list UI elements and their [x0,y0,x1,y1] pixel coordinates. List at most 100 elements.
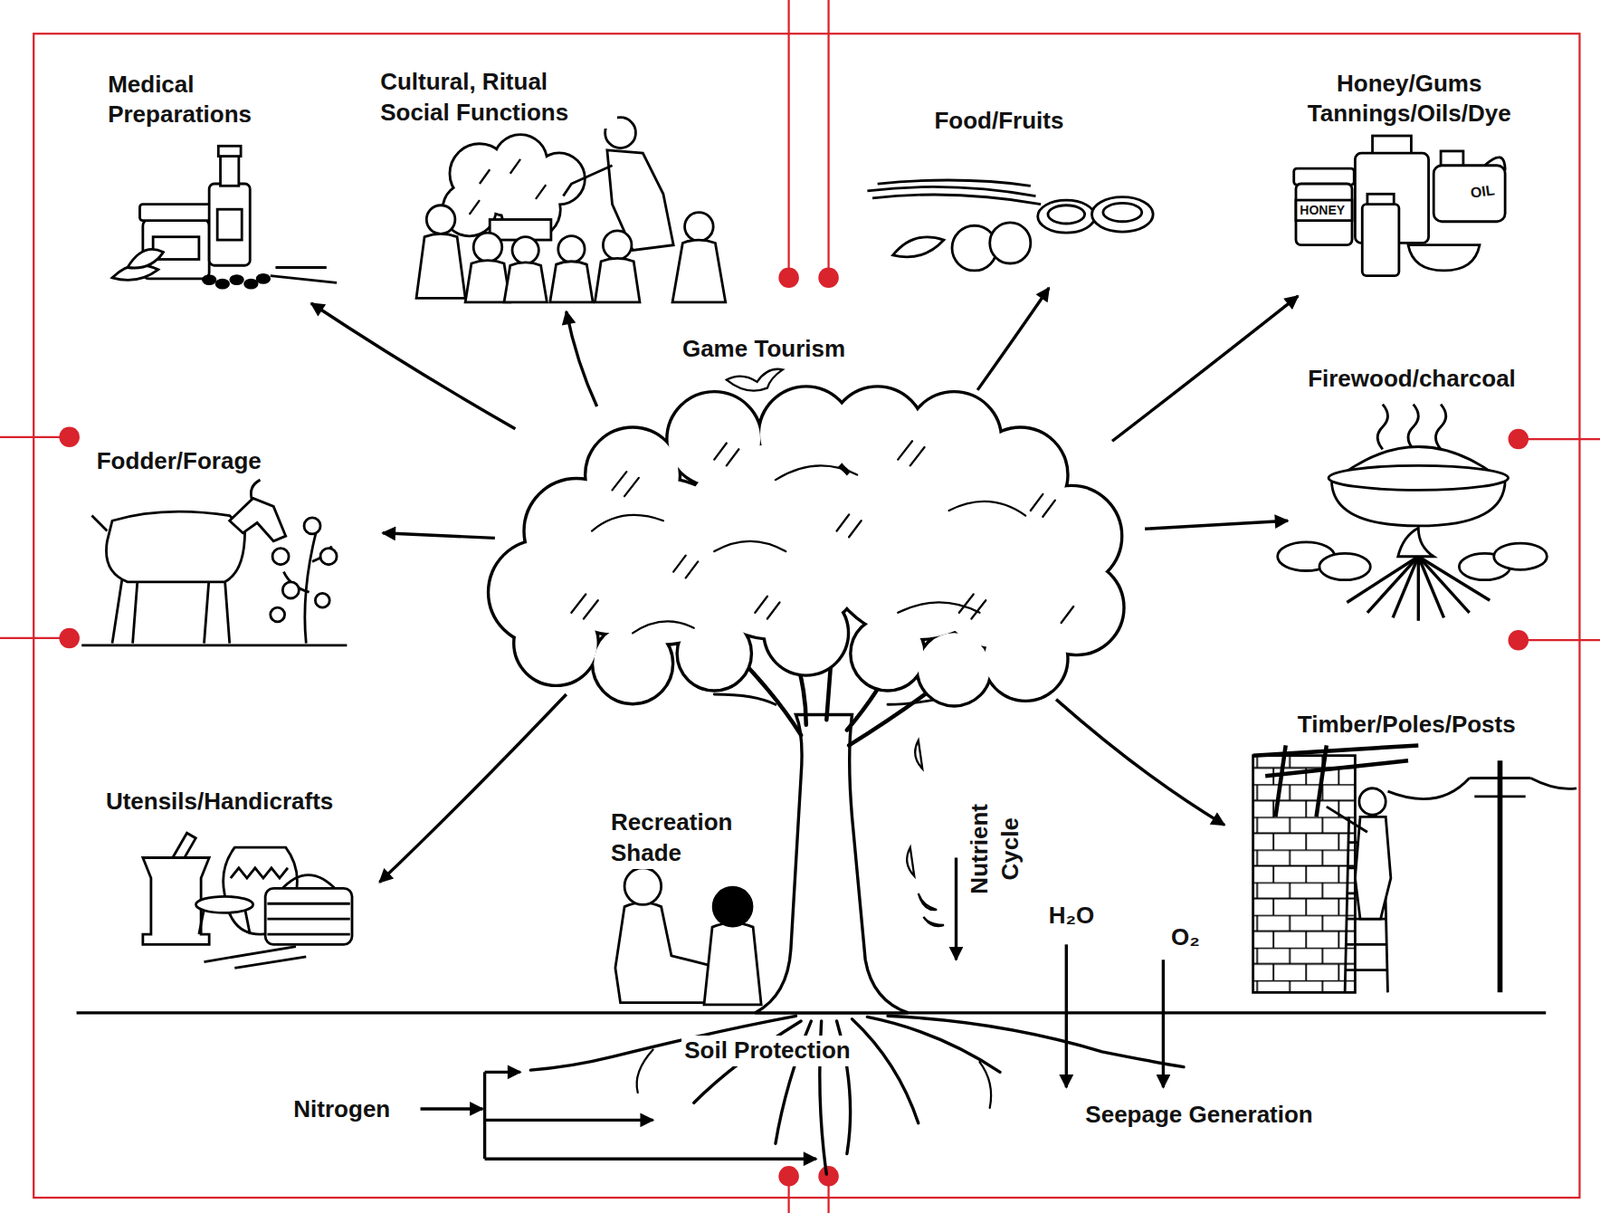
gathering-icon [416,205,726,303]
utensils-icon [230,867,288,878]
medicine-icon [217,209,242,240]
product-label: Timber/Poles/Posts [1295,709,1519,741]
gathering-icon [426,205,456,235]
tree-roots [887,1015,1184,1067]
frame-dot [1508,629,1530,651]
frame-dot [1508,428,1530,450]
goat-icon [204,576,210,643]
goat-icon [272,548,289,565]
utensils-icon [265,887,353,944]
cooking-fire-icon [1277,404,1548,621]
medicine-icon [270,276,337,284]
cooking-fire-icon [1494,542,1548,570]
canopy-hatching [571,555,698,620]
flow-arrow [1065,943,1068,1087]
product-label: Firewood/charcoal [1304,363,1519,395]
food-icon [1038,200,1096,233]
product-label: Medical Preparations [104,69,299,132]
container-label: HONEY [1298,201,1346,219]
flow-arrow [485,1070,521,1074]
goat-icon [250,479,260,501]
container-label: OIL [1467,180,1496,204]
gathering-icon [416,117,726,303]
containers-icon [1294,168,1355,185]
gathering-icon [685,212,715,242]
gathering-icon [473,232,503,262]
chemical-label: Nitrogen [290,1094,393,1125]
flow-arrow [379,694,566,883]
people-resting-icon [704,923,762,1005]
building-icon [1387,777,1577,799]
tree-canopy [489,388,1123,705]
building-icon [1354,816,1391,919]
containers-icon [1295,200,1353,221]
gathering-icon [469,159,547,215]
flow-arrow [1056,699,1225,826]
people-resting-icon [713,886,753,926]
flow-arrow [1161,959,1165,1087]
frame-dot [818,1165,839,1187]
building-icon [1474,794,1525,798]
tree-trunk [754,714,908,1013]
goat-icon [314,592,330,608]
medicine-icon [209,183,250,266]
goat-icon [304,517,321,534]
canopy-hatching [897,440,1056,516]
tree-trunk [754,714,908,1013]
falling-leaf [906,847,915,877]
containers-icon [1294,135,1505,277]
goat-icon [224,574,230,644]
gathering-icon [504,262,547,303]
food-icon [877,180,1031,186]
food-icon [866,180,1153,271]
service-label: Game Tourism [679,333,848,365]
red-frame [33,33,1580,1198]
canopy-hatching [612,443,740,497]
gathering-icon [416,233,466,298]
product-label: Utensils/Handicrafts [103,786,336,818]
gathering-icon [465,260,511,303]
goat-icon [91,515,107,532]
flow-arrow [311,303,516,429]
building-icon [1253,744,1420,817]
building-icon [1326,806,1368,832]
gathering-icon [550,261,593,303]
tree-canopy [489,388,1123,705]
people-resting-icon [615,867,762,1005]
goat-icon [105,511,245,582]
canopy-hatching [571,440,1074,633]
flow-arrow [311,287,1298,1159]
utensils-icon [234,956,306,968]
flow-arrow [382,533,496,539]
cooking-fire-icon [1319,552,1371,580]
food-icon [1091,197,1153,232]
building-icon [1253,744,1577,992]
chemical-label: O₂ [1168,922,1203,953]
food-icon [990,222,1031,264]
red-frame [0,637,70,639]
building-icon [1469,776,1532,780]
gathering-icon [512,237,539,264]
bird [726,369,783,391]
process-label: Nutrient Cycle [964,789,1027,910]
tree-roots [852,1019,919,1124]
gathering-icon [672,239,726,303]
flow-arrow [954,857,958,960]
tree-branches [714,694,776,705]
medicine-icon [257,274,270,283]
cooking-fire-icon [1398,527,1434,557]
tree-roots [530,1015,1184,1174]
tree-roots [979,1061,991,1108]
medicine-icon [139,204,212,221]
food-icon [1047,205,1086,224]
flow-arrow [566,311,598,407]
goat-icon [133,576,139,643]
frame-dot [58,628,80,649]
containers-icon [1361,204,1400,277]
service-label: Recreation Shade [608,807,772,869]
flow-arrow [485,1157,817,1161]
medicine-icon [245,279,258,288]
process-label: Seepage Generation [1082,1099,1315,1131]
